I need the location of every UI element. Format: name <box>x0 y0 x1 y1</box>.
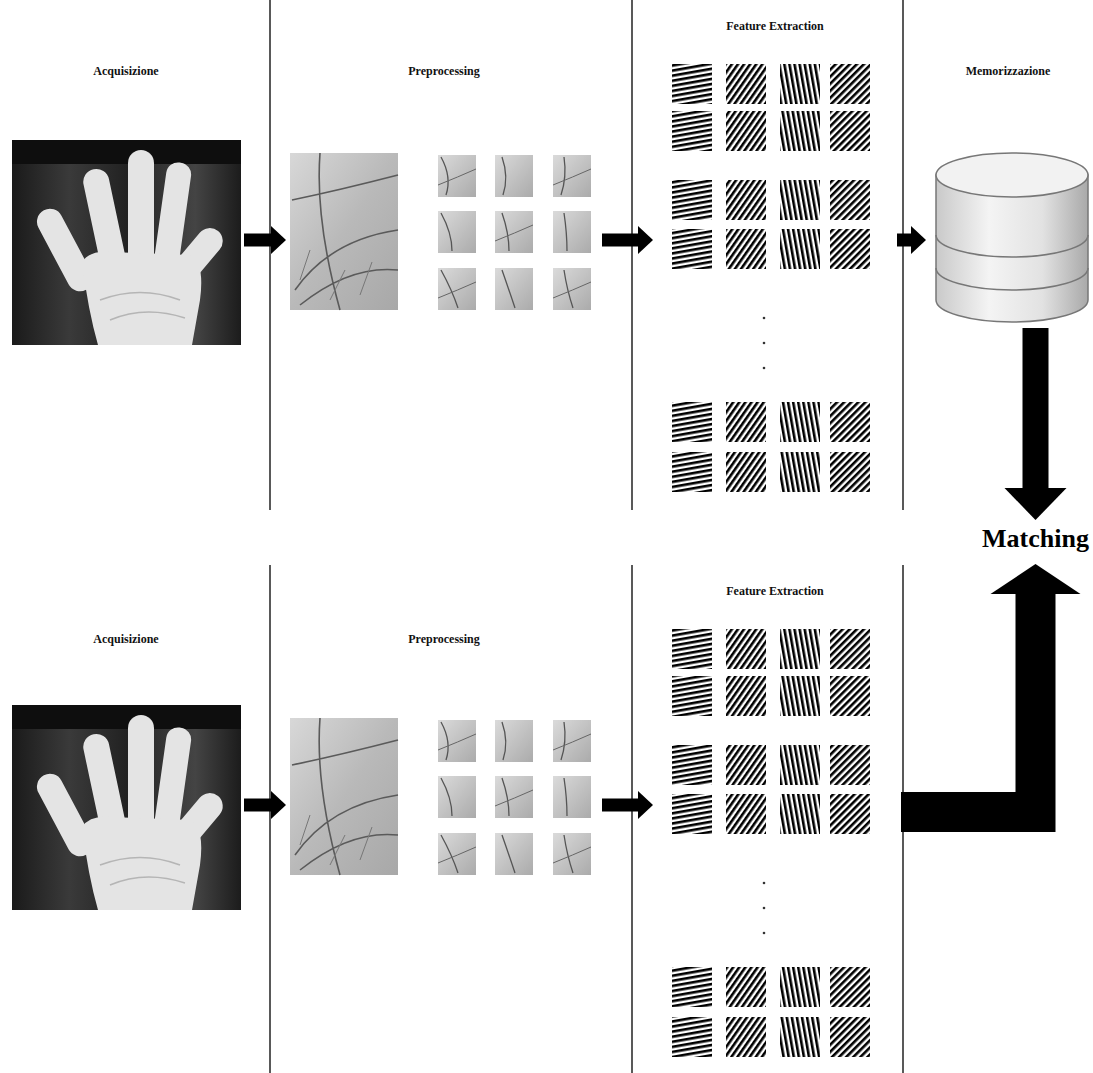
stage-panel: Preprocessing <box>288 632 600 880</box>
stage-heading: Feature Extraction <box>655 19 895 34</box>
stage-panel: Memorizzazione <box>928 64 1088 326</box>
stage-panel: Feature Extraction <box>655 19 895 500</box>
stage-heading: Memorizzazione <box>928 64 1088 79</box>
flow-arrow <box>244 791 286 819</box>
stage-heading: Preprocessing <box>288 632 600 647</box>
stage-panel: Feature Extraction <box>655 584 895 1065</box>
stage-title: Matching <box>976 522 1093 556</box>
stage-heading: Acquisizione <box>10 64 242 79</box>
flow-arrow <box>1005 328 1067 520</box>
flow-arrow <box>901 564 1081 812</box>
stage-panel: Preprocessing <box>288 64 600 314</box>
flow-arrow <box>897 226 926 254</box>
flow-arrow <box>602 791 653 819</box>
stage-heading: Feature Extraction <box>655 584 895 599</box>
stage-heading: Preprocessing <box>288 64 600 79</box>
flow-arrow <box>244 226 286 254</box>
stage-panel: Acquisizione <box>10 64 242 345</box>
flow-arrow <box>602 226 653 254</box>
stage-heading: Acquisizione <box>10 632 242 647</box>
database-cylinder <box>936 153 1088 322</box>
stage-panel: Acquisizione <box>10 632 242 910</box>
matching-stage: Matching <box>976 522 1093 556</box>
